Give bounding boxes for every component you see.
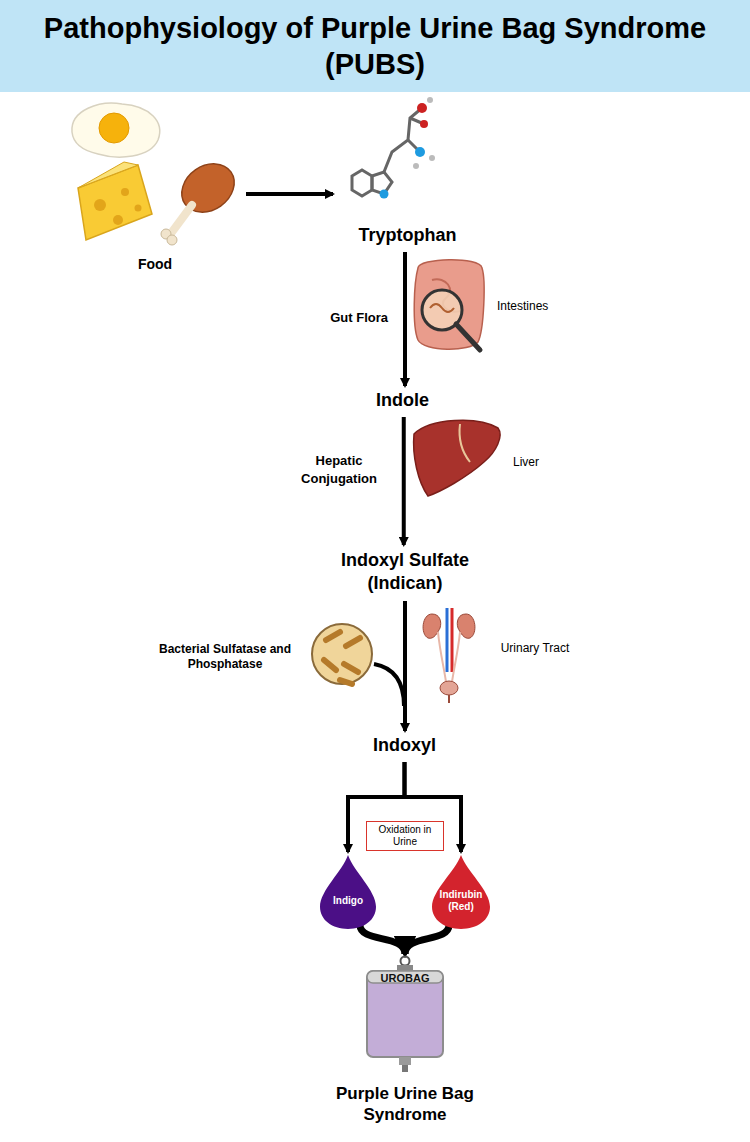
indoxyl-node: Indoxyl [373,735,436,756]
node-label: Indoxyl [373,735,436,756]
flow-arrow [246,192,333,196]
flow-arrow [403,601,407,731]
node-label: Indole [376,390,429,411]
organ-label: Intestines [497,299,548,313]
diagram-title: Pathophysiology of Purple Urine Bag Synd… [10,10,740,82]
edge-label: Bacterial Sulfatase and Phosphatase [140,642,310,672]
node-label: Oxidation in Urine [372,824,438,848]
organ-label: Urinary Tract [500,641,570,656]
node-label: Food [138,256,172,272]
indole-node: Indole [376,390,429,411]
drop-shape [320,855,376,929]
node-label: Indirubin (Red) [435,889,487,913]
edge-label: Gut Flora [300,310,388,325]
oxidation-box: Oxidation in Urine [366,821,444,851]
node-heading: Purple Urine Bag Syndrome [325,1083,485,1125]
node-label: UROBAG [363,972,447,984]
indigo-drop: Indigo [320,855,376,929]
flow-arrow [402,417,406,545]
indirubin-drop: Indirubin (Red) [432,855,490,929]
urine-bag: UROBAGPurple Urine Bag Syndrome [363,955,447,1073]
flow-arrow [403,252,407,386]
node-label: Indigo [323,895,373,907]
node-label: Tryptophan [359,225,457,246]
indican-node: Indoxyl Sulfate (Indican) [315,549,495,595]
flow-arrow [405,925,449,954]
edge-label: Hepatic Conjugation [290,452,388,488]
flow-arrow [360,925,405,954]
tryptophan-node: Tryptophan [335,98,480,246]
organ-label: Liver [513,455,539,469]
node-label: Indoxyl Sulfate (Indican) [315,549,495,595]
food-group: Food [62,100,248,272]
